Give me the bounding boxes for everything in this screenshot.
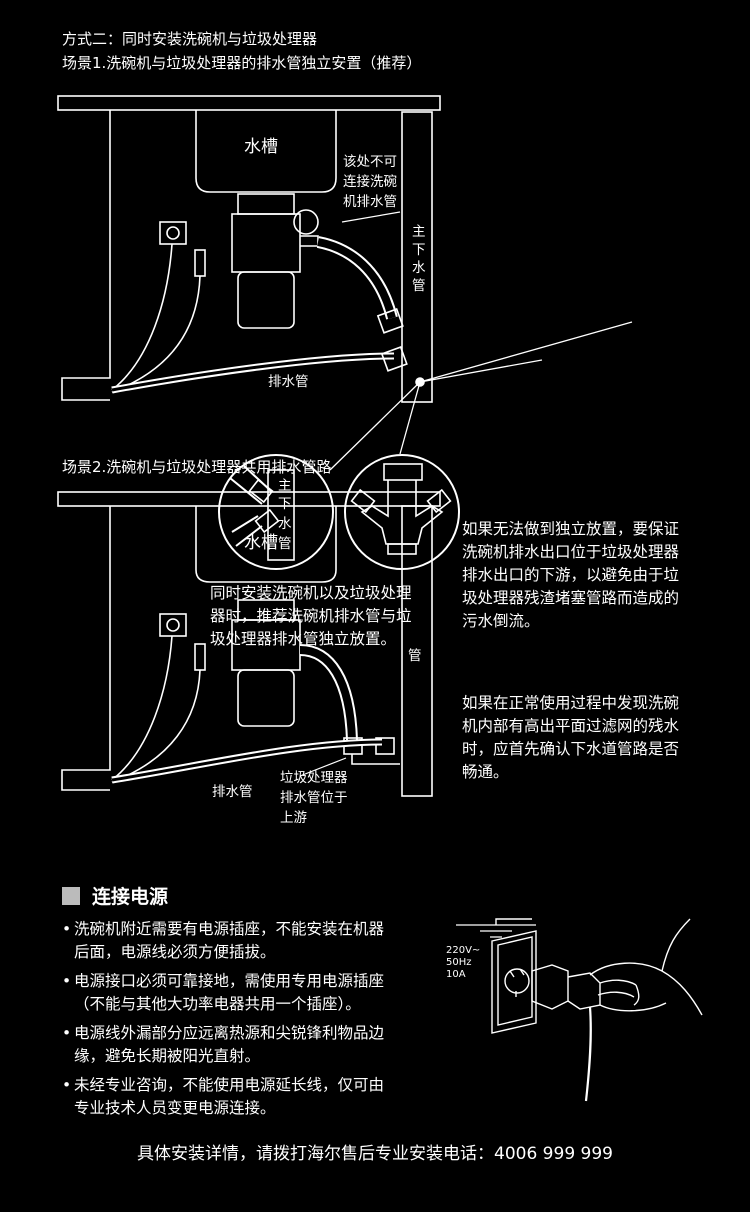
sink-label-2: 水槽 bbox=[244, 533, 278, 553]
note-line: 时，应首先确认下水道管路是否 bbox=[462, 740, 680, 758]
note-line: 畅通。 bbox=[462, 763, 509, 781]
socket-plug-illustration: 220V~ 50Hz 10A bbox=[446, 918, 703, 1102]
list-item: •电源接口必须可靠接地，需使用专用电源插座 （不能与其他大功率电器共用一个插座）… bbox=[62, 972, 385, 1013]
zoom-pipe-label-4: 管 bbox=[278, 536, 292, 552]
disposer-drain-label-1: 垃圾处理器 bbox=[280, 770, 348, 786]
power-section-heading: 连接电源 bbox=[62, 882, 168, 909]
socket-spec-frequency: 50Hz bbox=[446, 957, 472, 968]
sink-label-1: 水槽 bbox=[244, 137, 278, 157]
installation-diagram: 水槽 水槽 该处不可 连接洗碗 机排水管 主 下 水 管 主 下 水 管 管 排… bbox=[57, 95, 633, 826]
main-pipe-label-2: 下 bbox=[412, 242, 426, 258]
power-bullet-list: •洗碗机附近需要有电源插座，不能安装在机器 后面，电源线必须方便插拔。 •电源接… bbox=[62, 918, 384, 1120]
disposer-drain-label-2: 排水管位于 bbox=[280, 790, 348, 806]
zoom-pipe-label-2: 下 bbox=[278, 496, 292, 512]
overlay-note-line: 同时安装洗碗机以及垃圾处理 bbox=[210, 584, 412, 602]
power-section-title: 连接电源 bbox=[92, 886, 169, 908]
scene1-title: 场景1.洗碗机与垃圾处理器的排水管独立安置（推荐） bbox=[62, 54, 422, 72]
warning-label-line3: 机排水管 bbox=[343, 194, 397, 210]
footer-hotline: 具体安装详情，请拨打海尔售后专业安装电话：4006 999 999 bbox=[137, 1144, 613, 1164]
main-pipe-label-1: 主 bbox=[412, 224, 426, 240]
note-line: 洗碗机排水出口位于垃圾处理器 bbox=[462, 543, 680, 561]
zoom-pipe-label-3: 水 bbox=[278, 516, 292, 532]
drain-pipe-label-2: 排水管 bbox=[212, 784, 253, 800]
residual-water-note: 如果在正常使用过程中发现洗碗 机内部有高出平面过滤网的残水 时，应首先确认下水道… bbox=[462, 692, 679, 784]
note-line: 排水出口的下游，以避免由于垃 bbox=[462, 566, 680, 584]
main-pipe-label-s2: 管 bbox=[408, 648, 422, 664]
main-pipe-label-4: 管 bbox=[412, 278, 426, 294]
note-line: 机内部有高出平面过滤网的残水 bbox=[462, 717, 680, 735]
note-line: 如果在正常使用过程中发现洗碗 bbox=[462, 694, 680, 712]
overlay-note: 同时安装洗碗机以及垃圾处理 器时，推荐洗碗机排水管与垃 圾处理器排水管独立放置。 bbox=[210, 582, 412, 651]
warning-label-line1: 该处不可 bbox=[343, 154, 397, 170]
method-title: 方式二：同时安装洗碗机与垃圾处理器 bbox=[62, 30, 318, 48]
warning-label-line2: 连接洗碗 bbox=[343, 173, 397, 190]
bullet-dot-icon: • bbox=[62, 1076, 72, 1094]
drain-pipe-label-1: 排水管 bbox=[268, 374, 309, 390]
note-line: 圾处理器残渣堵塞管路而造成的 bbox=[462, 589, 680, 607]
socket-spec-voltage: 220V~ bbox=[446, 945, 480, 956]
zoom-pipe-label-1: 主 bbox=[278, 478, 292, 494]
disposer-drain-label-3: 上游 bbox=[280, 810, 307, 826]
list-item: •电源线外漏部分应远离热源和尖锐锋利物品边 缘，避免长期被阳光直射。 bbox=[62, 1024, 385, 1065]
list-item: •未经专业咨询，不能使用电源延长线，仅可由 专业技术人员变更电源连接。 bbox=[62, 1076, 385, 1117]
overlay-note-line: 器时，推荐洗碗机排水管与垃 bbox=[210, 607, 412, 625]
main-pipe-label-3: 水 bbox=[412, 260, 426, 276]
list-item: •洗碗机附近需要有电源插座，不能安装在机器 后面，电源线必须方便插拔。 bbox=[62, 920, 385, 961]
bullet-dot-icon: • bbox=[62, 972, 72, 990]
note-line: 如果无法做到独立放置，要保证 bbox=[462, 520, 680, 538]
scene2-title: 场景2.洗碗机与垃圾处理器共用排水管路 bbox=[62, 458, 332, 476]
independent-drain-note: 如果无法做到独立放置，要保证 洗碗机排水出口位于垃圾处理器 排水出口的下游，以避… bbox=[462, 518, 679, 633]
socket-spec-current: 10A bbox=[446, 969, 466, 980]
bullet-dot-icon: • bbox=[62, 1024, 72, 1042]
note-line: 污水倒流。 bbox=[462, 612, 540, 630]
overlay-note-line: 圾处理器排水管独立放置。 bbox=[210, 630, 397, 648]
bullet-dot-icon: • bbox=[62, 920, 72, 938]
square-bullet-icon bbox=[62, 886, 80, 905]
